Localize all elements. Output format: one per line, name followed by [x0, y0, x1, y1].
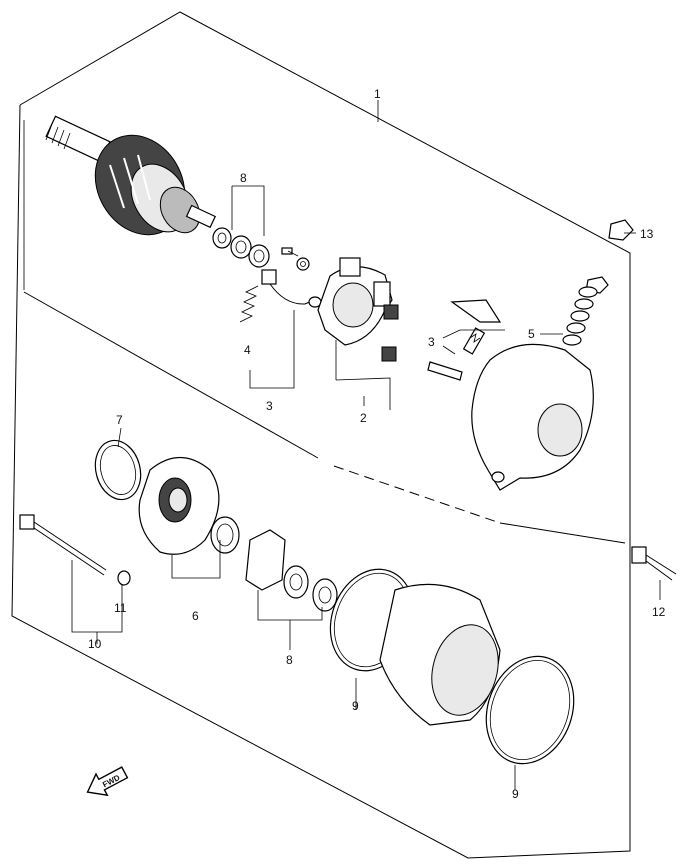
washers-top	[212, 227, 270, 268]
callout-10: 10	[88, 637, 102, 651]
callout-8-top: 8	[240, 171, 247, 185]
callout-8-bottom: 8	[286, 653, 293, 667]
callout-11: 11	[114, 601, 127, 615]
callout-4: 4	[244, 343, 251, 357]
forward-direction-arrow-icon: FWD	[86, 766, 129, 797]
callout-9-bottom: 9	[512, 787, 519, 801]
terminal-bolt	[427, 299, 502, 381]
callout-9-left: 9	[352, 699, 359, 713]
washer-stack	[562, 219, 634, 346]
rear-cover	[471, 343, 594, 491]
callout-6: 6	[192, 609, 199, 623]
callout-5: 5	[528, 327, 535, 341]
yoke-housing	[329, 568, 575, 765]
callout-13: 13	[640, 227, 654, 241]
front-flange	[94, 439, 240, 555]
long-bolt	[19, 514, 131, 586]
small-screw	[281, 247, 310, 271]
assembly-outline	[11, 11, 631, 859]
callout-7: 7	[116, 413, 123, 427]
callout-12: 12	[652, 605, 666, 619]
callouts: 1 8 4 3 2 3 5 13 7 6 8 11 10 12 9 9	[88, 87, 666, 801]
callout-2: 2	[360, 411, 367, 425]
armature	[45, 115, 217, 236]
callout-3-right: 3	[428, 335, 435, 349]
callout-3-left: 3	[266, 399, 273, 413]
callout-1: 1	[374, 87, 381, 101]
lower-washers	[245, 529, 338, 612]
side-bolt	[631, 546, 677, 581]
brush-holder	[317, 257, 399, 362]
brush-and-spring	[239, 269, 322, 323]
leader-lines	[71, 100, 661, 790]
